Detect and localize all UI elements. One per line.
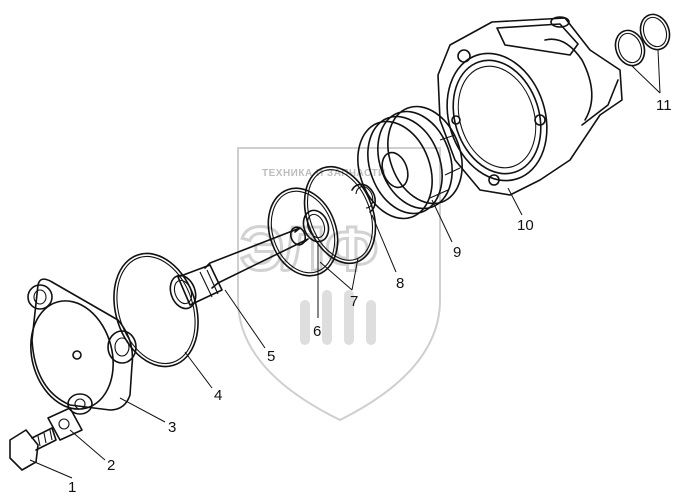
callout-2: 2 <box>107 457 115 474</box>
part-1-bolt <box>9 427 57 471</box>
callout-5: 5 <box>267 348 275 365</box>
callout-11: 11 <box>656 97 672 114</box>
part-4-gasket <box>113 252 199 368</box>
part-2-washer <box>47 407 83 441</box>
part-6-small-ring <box>302 209 330 243</box>
callout-3: 3 <box>168 419 176 436</box>
watermark: ТЕХНИКА И ЗАПЧАСТИ ЭЛФ <box>237 147 441 422</box>
callout-8: 8 <box>396 275 404 292</box>
part-11-rings <box>614 13 671 67</box>
callout-9: 9 <box>453 244 461 261</box>
leader-lines <box>29 49 661 479</box>
part-8-retaining-ring <box>351 183 376 213</box>
part-10-housing <box>437 16 623 196</box>
callout-1: 1 <box>68 479 76 496</box>
callout-labels: 1 2 3 4 5 6 7 8 9 10 11 <box>68 97 672 496</box>
callout-10: 10 <box>517 217 534 234</box>
callout-4: 4 <box>214 387 222 404</box>
part-3-cover <box>27 278 137 415</box>
wheat-emblem <box>300 290 376 345</box>
watermark-text: ТЕХНИКА И ЗАПЧАСТИ <box>262 168 386 179</box>
part-9-piston <box>357 105 463 220</box>
callout-6: 6 <box>313 323 321 340</box>
callout-7: 7 <box>350 293 358 310</box>
